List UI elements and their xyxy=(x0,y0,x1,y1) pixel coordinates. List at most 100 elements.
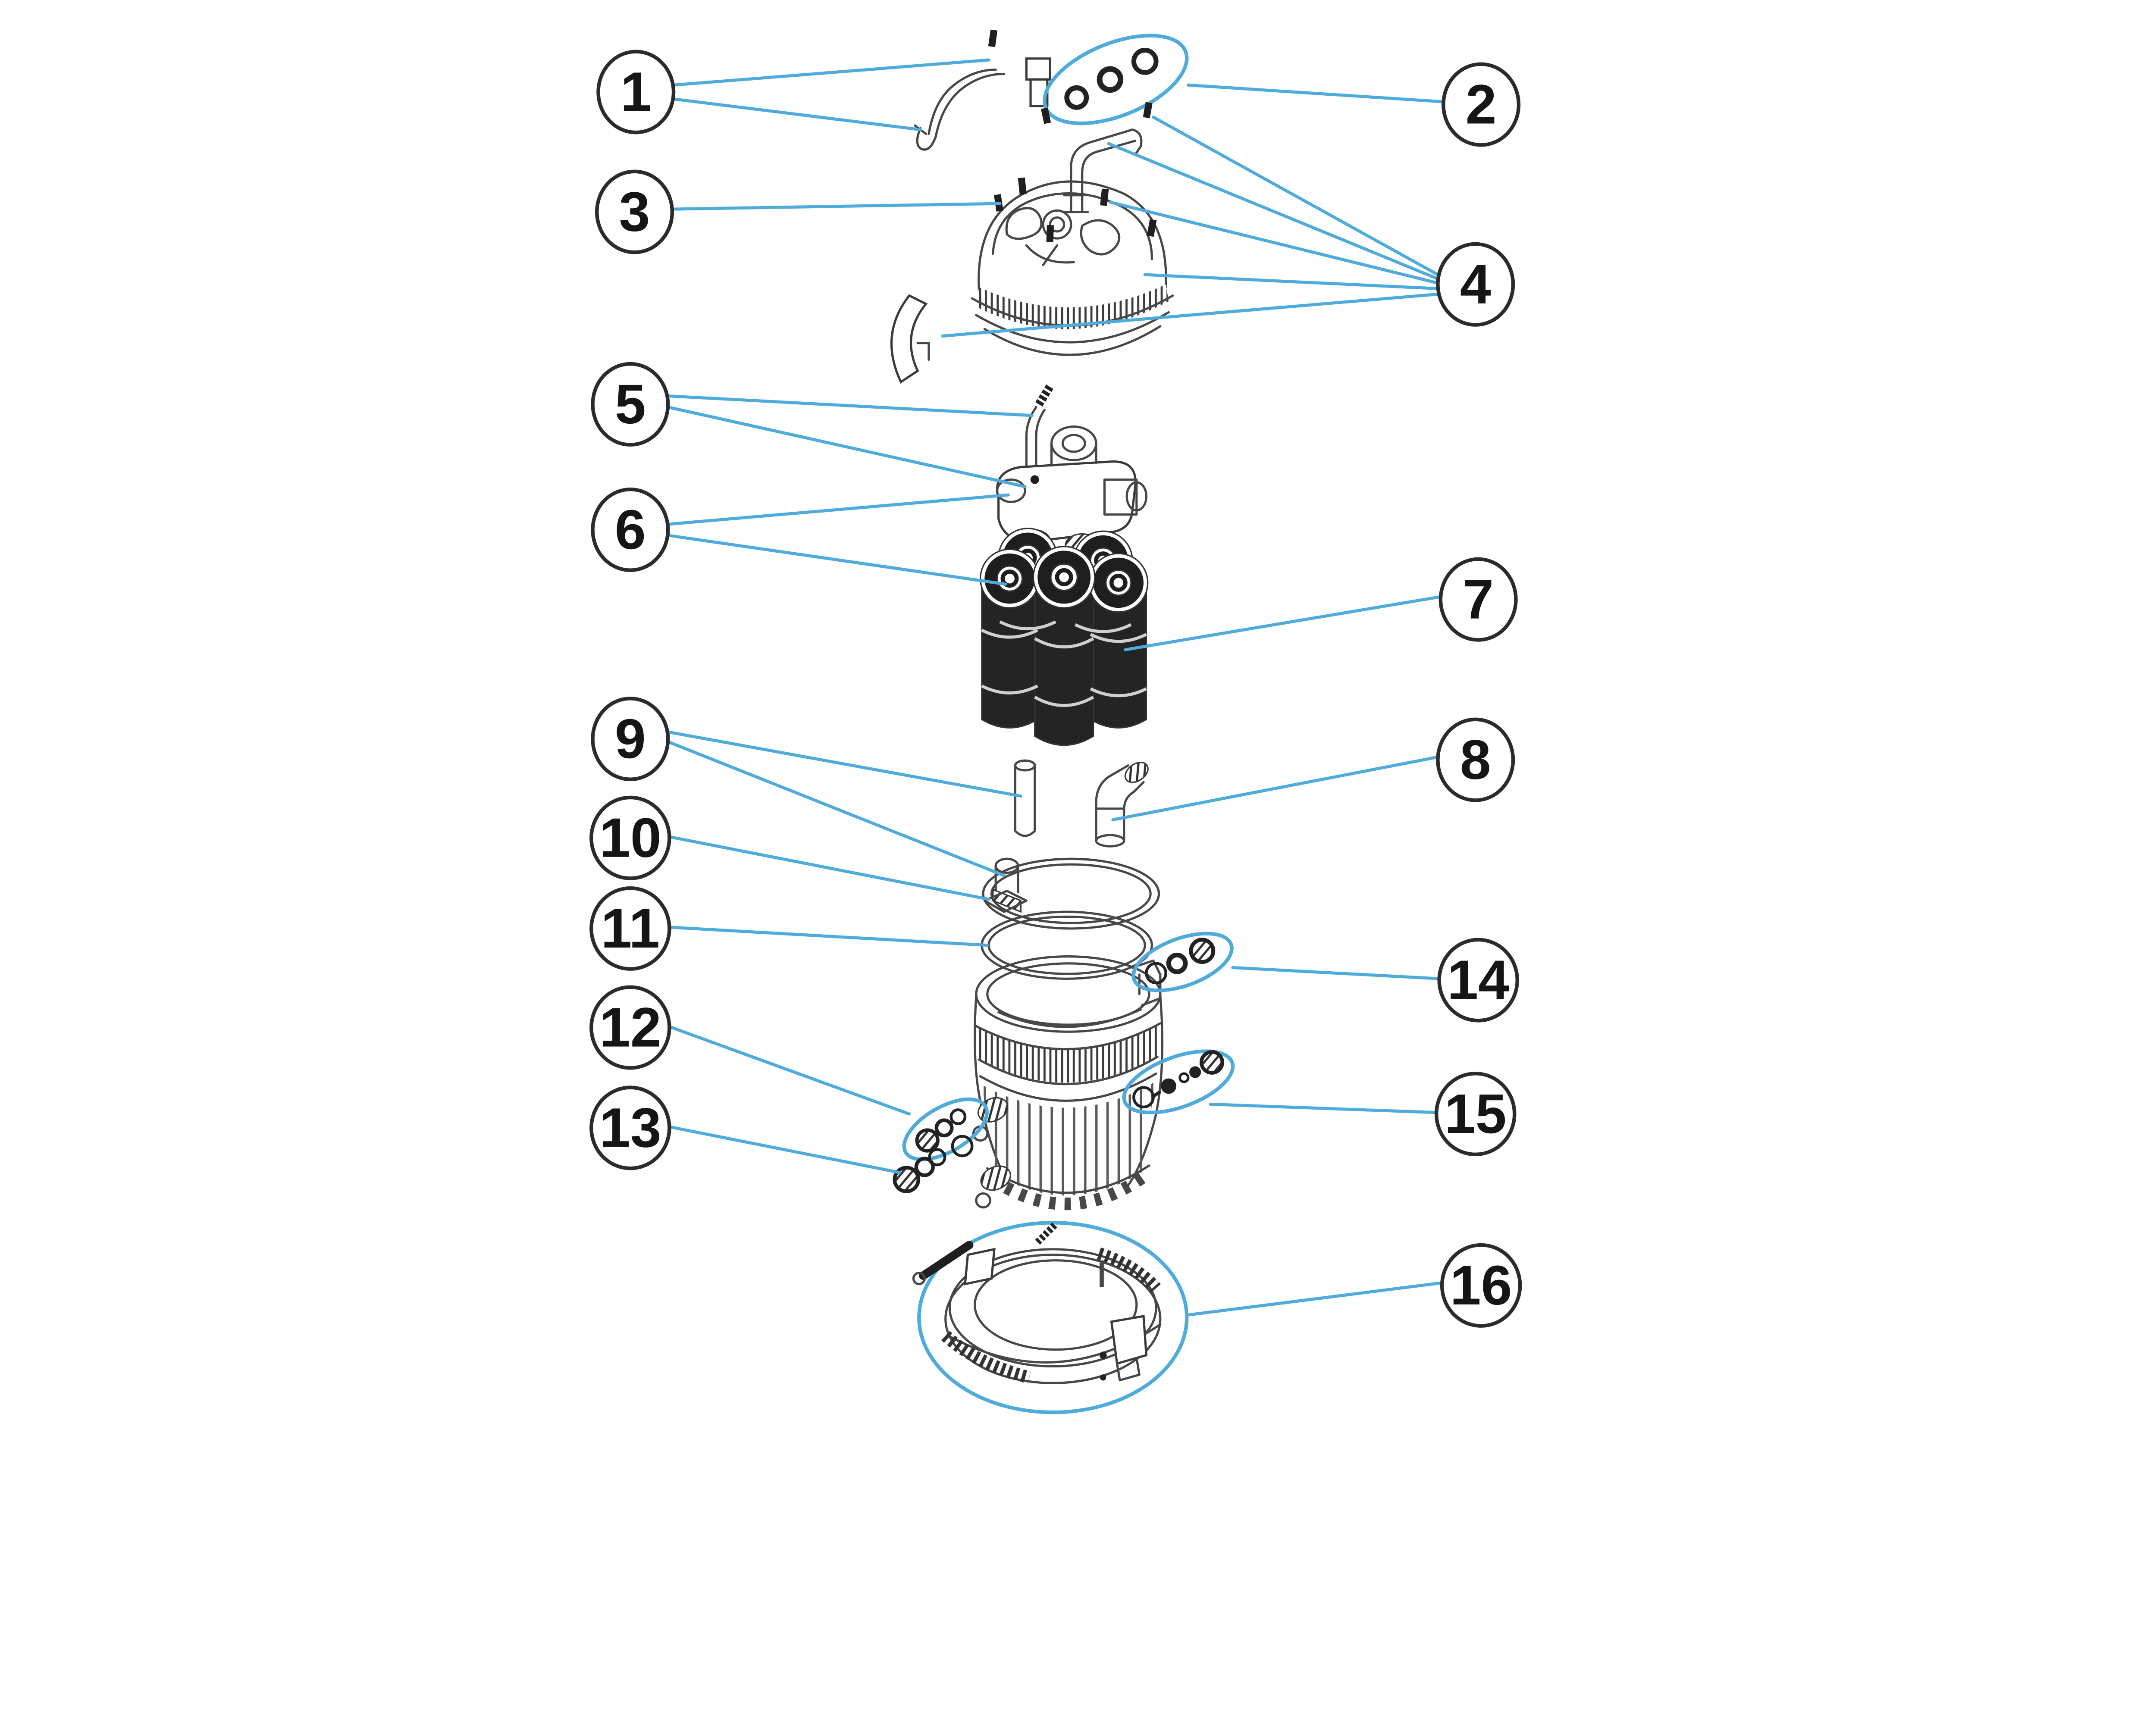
cartridge-heads xyxy=(979,528,1149,613)
leader-8 xyxy=(1111,755,1439,822)
nut-icon xyxy=(1189,1066,1201,1078)
standpipe-mouth xyxy=(1014,759,1036,772)
callout-number: 2 xyxy=(1466,74,1497,136)
part-drain-plug-set xyxy=(893,1135,974,1193)
callout-14: 14 xyxy=(1437,938,1519,1023)
callout-number: 16 xyxy=(1450,1254,1512,1317)
callout-4: 4 xyxy=(1436,242,1515,327)
plug-icon xyxy=(1189,938,1216,964)
tank-port-boss-lower xyxy=(980,1165,1011,1191)
manifold-hole xyxy=(1030,475,1039,484)
tank-band-rims xyxy=(975,1022,1162,1102)
ring-inner xyxy=(990,863,1152,924)
leader-11 xyxy=(666,926,989,947)
part-clamp-ring-group xyxy=(912,1221,1189,1414)
elbow-threaded-mouth xyxy=(1124,762,1149,783)
callout-12: 12 xyxy=(589,985,671,1070)
callout-number: 14 xyxy=(1447,949,1509,1011)
manifold-right-port xyxy=(1125,481,1148,512)
part-drain-plug-kit-circled xyxy=(902,1097,989,1161)
callout-number: 12 xyxy=(599,997,661,1059)
clamp-lug-right-bracket xyxy=(1116,1357,1141,1382)
standpipe-tube xyxy=(1014,764,1036,837)
screw-icon xyxy=(988,29,998,47)
part-cartridge-bundle xyxy=(979,528,1149,746)
lid-spokes xyxy=(1025,244,1075,266)
lid-band-rim2 xyxy=(975,311,1170,344)
handle-outer-curve xyxy=(916,72,1006,151)
manifold-top-port-bore xyxy=(1061,434,1086,453)
callout-number: 11 xyxy=(601,898,660,960)
group-ellipse-14 xyxy=(1131,932,1234,992)
callout-3: 3 xyxy=(595,169,674,254)
screw-tip xyxy=(1151,1090,1161,1099)
leader-12 xyxy=(666,1024,911,1116)
clamp-bolt-icon xyxy=(919,1241,974,1280)
leader-6a xyxy=(666,493,1010,526)
lid-band-rim3 xyxy=(983,325,1162,356)
tank-port-lower-hole xyxy=(975,1192,991,1209)
fitting-walls xyxy=(994,864,1019,894)
ring-icon xyxy=(1166,952,1188,974)
leader-7 xyxy=(1124,595,1442,651)
clamp-screw-icon xyxy=(1035,1221,1058,1245)
part-standpipe xyxy=(1014,759,1036,837)
cartridge-bands xyxy=(981,620,1147,707)
callout-13: 13 xyxy=(589,1085,671,1170)
ring-icon xyxy=(1200,1050,1224,1075)
callout-16: 16 xyxy=(1440,1243,1522,1328)
callout-number: 10 xyxy=(599,807,661,869)
manifold-top-port-walls xyxy=(1050,442,1097,467)
arc-strip-notch xyxy=(916,342,930,361)
part-outlet-elbow xyxy=(1095,762,1149,848)
screw-icon xyxy=(1143,102,1153,119)
air-valve-tube xyxy=(1025,406,1046,472)
part-filter-lid xyxy=(971,177,1174,356)
nut-icon xyxy=(1097,66,1124,93)
latch-head xyxy=(1131,128,1143,156)
leader-14 xyxy=(1231,966,1442,980)
plug-icon xyxy=(915,1128,940,1153)
leader-4a xyxy=(1152,116,1439,276)
handle-inner-curve xyxy=(928,69,997,135)
group-ellipse-15 xyxy=(1122,1049,1235,1114)
clamp-lug-left xyxy=(964,1248,996,1286)
leader-4b xyxy=(1107,142,1439,281)
clamp-bolt-head xyxy=(912,1272,926,1286)
callout-11: 11 xyxy=(589,886,671,971)
clamp-inner-opening xyxy=(974,1259,1138,1351)
part-lock-arc-strip xyxy=(890,294,930,384)
callout-10: 10 xyxy=(589,795,671,880)
lid-center-knob-inner xyxy=(1049,216,1065,233)
tiny-oring-icon xyxy=(1178,1072,1190,1083)
callout-number: 8 xyxy=(1460,729,1491,791)
screw-icon xyxy=(1041,107,1051,124)
oring-icon xyxy=(951,1135,974,1157)
part-filter-tank xyxy=(972,955,1164,1211)
leader-9b xyxy=(666,740,1006,877)
callout-number: 5 xyxy=(615,373,646,435)
lid-recess-right xyxy=(1080,219,1121,256)
leader-2 xyxy=(1186,83,1445,103)
elbow-walls xyxy=(1095,764,1145,842)
fitting-base xyxy=(983,890,1028,913)
leader-15 xyxy=(1209,1102,1439,1114)
callout-number: 13 xyxy=(599,1097,661,1159)
oring-icon xyxy=(950,1108,967,1125)
leader-5a xyxy=(666,394,1034,417)
leader-1a xyxy=(672,58,990,87)
cartridge-top-front xyxy=(1032,546,1096,609)
callout-number: 3 xyxy=(619,181,650,243)
part-cover-fastener-kit xyxy=(1043,34,1189,125)
part-latch-lever xyxy=(1041,107,1143,213)
callouts: 1 2 3 4 5 6 7 8 9 10 11 12 13 14 15 16 xyxy=(589,50,1522,1328)
tank-ribbed-shell xyxy=(981,1082,1155,1196)
callout-number: 1 xyxy=(620,61,652,123)
leader-4c xyxy=(1108,200,1439,285)
oring-icon xyxy=(1064,85,1089,110)
callout-number: 7 xyxy=(1463,569,1494,631)
lid-center-knob xyxy=(1042,209,1072,240)
leader-1b xyxy=(672,97,922,131)
ring-icon xyxy=(928,1148,946,1167)
leader-4e xyxy=(941,292,1439,338)
